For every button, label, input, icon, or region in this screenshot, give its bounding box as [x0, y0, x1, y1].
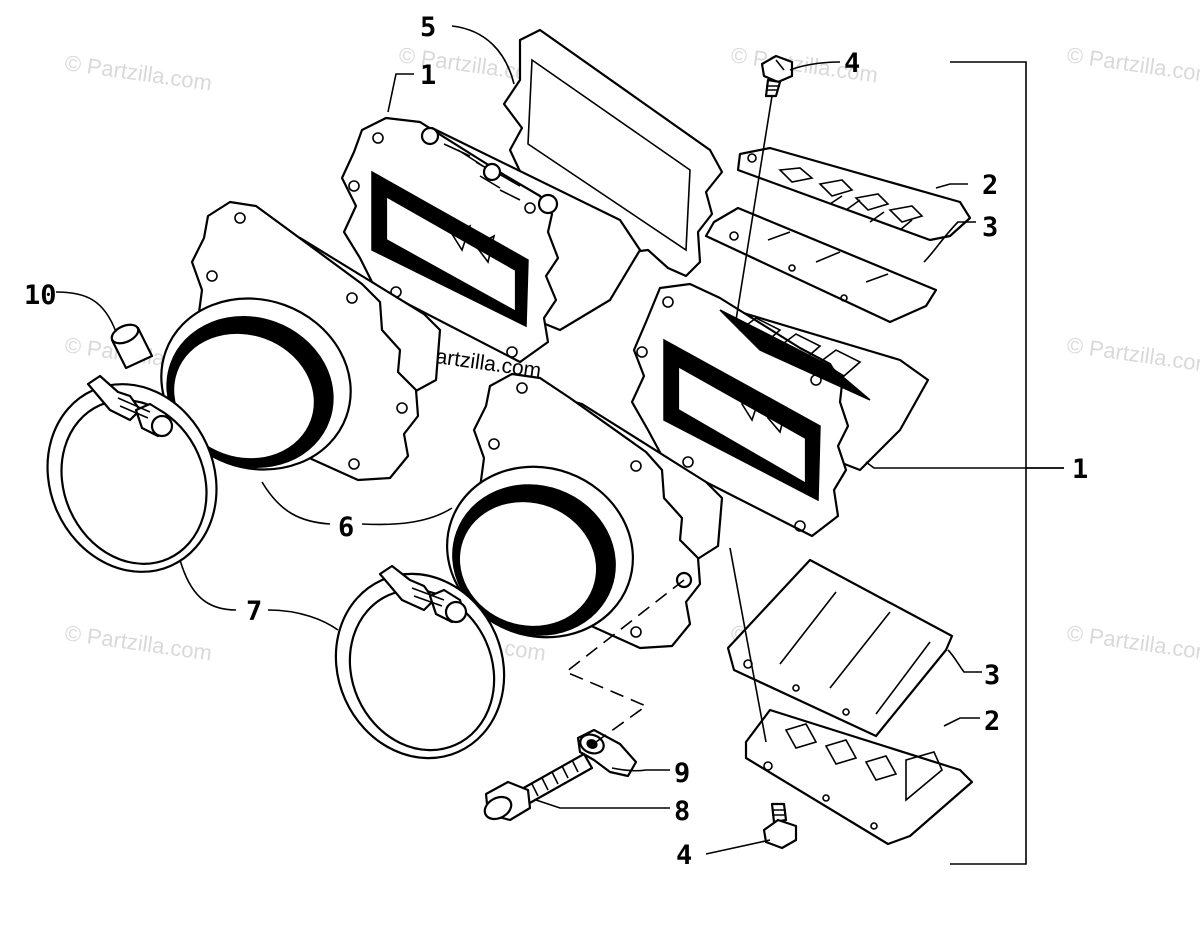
callout-1-right: 1	[1072, 454, 1088, 485]
callout-4-top: 4	[844, 48, 860, 79]
lower-reed-cage	[630, 282, 930, 538]
upper-reed-petals	[704, 206, 938, 324]
lower-reed-petals	[726, 558, 954, 738]
callout-labels: 5 1 4 2 3 10 1 6 7 3 2 9 8 4	[24, 12, 1088, 871]
leader-lines	[55, 25, 1064, 855]
callout-8: 8	[674, 796, 690, 827]
watermark-4: © Partzilla.com	[1065, 42, 1200, 87]
bolt-part	[483, 752, 594, 822]
callout-10: 10	[24, 280, 57, 311]
gasket-part	[502, 28, 724, 278]
callout-1-top: 1	[420, 60, 436, 91]
assembly-bracket	[950, 61, 1064, 865]
upper-stopper-plate	[736, 146, 972, 242]
watermark-8: © Partzilla.com	[63, 620, 213, 665]
upper-reed-cage	[340, 116, 642, 364]
upper-clamp	[46, 374, 218, 573]
lower-clamp	[334, 564, 506, 760]
callout-9: 9	[674, 758, 690, 789]
callout-7: 7	[246, 596, 262, 627]
upper-screw	[760, 54, 794, 98]
watermark-7: © Partzilla.com	[1065, 332, 1200, 377]
lower-intake-flange	[446, 372, 724, 650]
lower-screw	[762, 802, 798, 850]
callout-5: 5	[420, 12, 436, 43]
callout-3-bottom: 3	[984, 660, 1000, 691]
callout-2-top: 2	[982, 170, 998, 201]
upper-intake-flange	[160, 200, 442, 482]
callout-2-bottom: 2	[984, 706, 1000, 737]
lower-stopper-plate	[744, 708, 974, 846]
callout-6: 6	[338, 512, 354, 543]
watermark-11: © Partzilla.com	[1065, 620, 1200, 665]
spacer-part	[110, 323, 154, 370]
watermark-1: © Partzilla.com	[63, 50, 213, 95]
callout-4-bottom: 4	[676, 840, 692, 871]
callout-3-top: 3	[982, 212, 998, 243]
